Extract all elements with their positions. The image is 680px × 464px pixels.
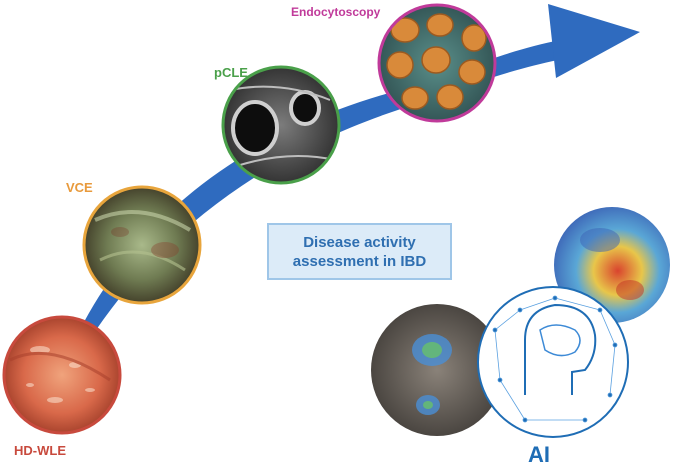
- label-vce: VCE: [66, 180, 93, 195]
- center-box: Disease activity assessment in IBD: [267, 223, 452, 280]
- ai-brain-network-image: [477, 286, 629, 438]
- label-ai: AI: [528, 442, 550, 464]
- progress-arrow: [84, 40, 560, 330]
- vce-image: [82, 185, 202, 305]
- pcle-image: [221, 65, 341, 185]
- label-hd-wle: HD-WLE: [14, 443, 66, 458]
- label-pcle: pCLE: [214, 65, 248, 80]
- ai-endoscopy-image: [371, 304, 503, 436]
- label-endocytoscopy: Endocytoscopy: [291, 5, 381, 19]
- hd-wle-image: [2, 315, 122, 435]
- center-line-2: assessment in IBD: [292, 252, 427, 270]
- center-line-1: Disease activity: [303, 233, 416, 251]
- arrow-head: [548, 4, 640, 78]
- endocytoscopy-image: [377, 3, 497, 123]
